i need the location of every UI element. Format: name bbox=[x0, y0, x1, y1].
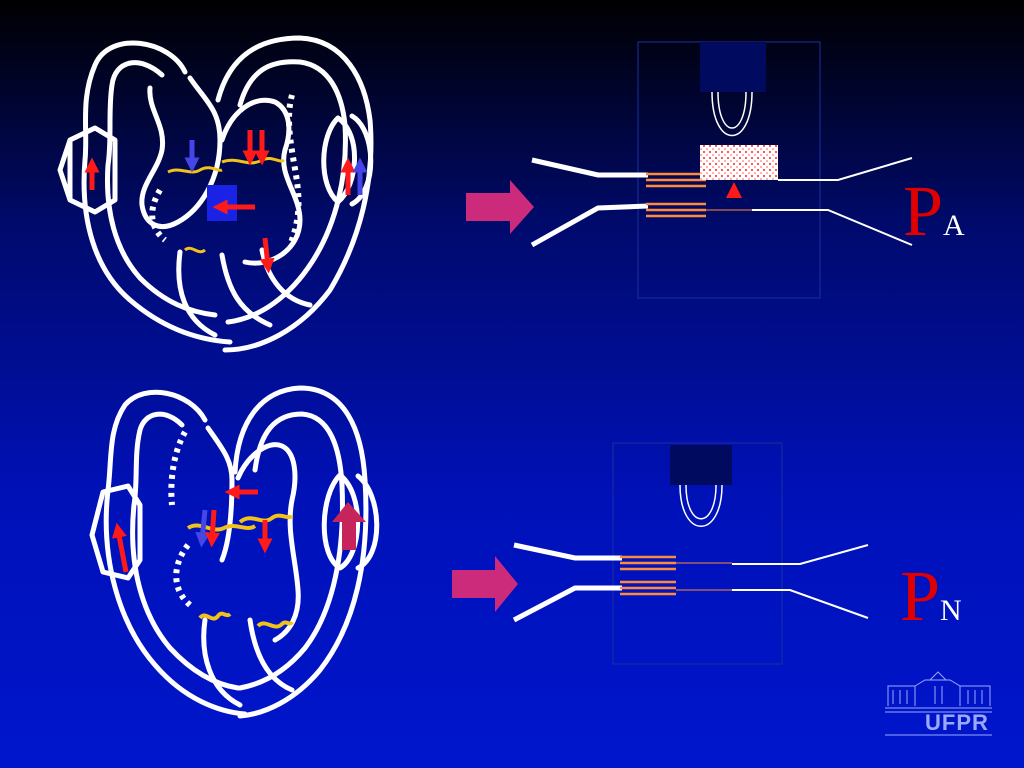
pressure-subscript-top: A bbox=[943, 209, 965, 242]
heart-hexagon-left-b bbox=[89, 483, 143, 581]
heart-arrows-bottom bbox=[112, 484, 273, 573]
vessel-thin-upper-top bbox=[778, 157, 913, 181]
big-arrow-bottom bbox=[452, 556, 518, 612]
arrow-magenta-up-lens-bottom bbox=[332, 502, 366, 550]
heart-valves-bottom bbox=[186, 513, 294, 629]
arrow-red-down-3-top bbox=[259, 237, 275, 274]
heart-outline-right-inner-b bbox=[237, 411, 345, 691]
pressure-label-bottom: PN bbox=[900, 560, 962, 632]
catheter-panel-bottom bbox=[512, 442, 869, 665]
vessel-lower-top bbox=[530, 203, 649, 248]
vessel-upper-bottom bbox=[513, 542, 622, 561]
catheter-stripes-bottom bbox=[620, 555, 676, 596]
sensor-frame-bottom bbox=[612, 442, 783, 665]
heart-outline-left-inner-b bbox=[130, 411, 241, 691]
ufpr-logo-building bbox=[885, 671, 992, 736]
heart-chamber-left-b bbox=[205, 425, 235, 563]
pressure-symbol-top: P bbox=[903, 171, 944, 251]
vessel-thin-upper-bottom bbox=[732, 544, 869, 565]
heart-lens-right-b bbox=[321, 472, 380, 571]
pressure-symbol-bottom: P bbox=[900, 556, 941, 636]
heart-blue-box-top bbox=[207, 185, 237, 221]
heart-ventricle-lines-b bbox=[201, 617, 295, 708]
heart-outline-right-outer-b bbox=[232, 385, 369, 719]
ufpr-logo-text: UFPR bbox=[925, 710, 989, 735]
heart-diagram-bottom bbox=[89, 385, 380, 719]
heart-outline-right-outer bbox=[215, 35, 374, 353]
heart-arrows-top bbox=[84, 130, 368, 274]
heart-hexagon-left bbox=[57, 125, 118, 215]
sensor-loop-top bbox=[711, 91, 753, 136]
sensor-loop-bottom bbox=[679, 484, 723, 527]
catheter-stripes-top bbox=[646, 172, 706, 218]
heart-lens-right bbox=[321, 113, 374, 207]
heart-chamber-left bbox=[139, 75, 223, 229]
sensor-box-bottom bbox=[670, 445, 732, 485]
obstruction-pointer-top bbox=[726, 182, 742, 198]
heart-dotted-walls-bottom bbox=[168, 430, 193, 608]
big-arrow-top bbox=[466, 180, 534, 234]
heart-outline-right-inner bbox=[225, 59, 348, 325]
vessel-thin-lower-top bbox=[752, 209, 913, 246]
arrow-red-up-hex-bottom bbox=[112, 522, 129, 573]
heart-outline-left-outer-b bbox=[103, 389, 248, 717]
heart-diagram-top bbox=[57, 35, 374, 353]
arrow-red-down-1-bottom bbox=[205, 509, 220, 548]
obstruction-block-top bbox=[700, 145, 778, 180]
vessel-thin-lower-bottom bbox=[732, 589, 869, 619]
heart-chamber-right bbox=[219, 97, 303, 266]
pressure-subscript-bottom: N bbox=[940, 594, 962, 627]
vessel-upper-top bbox=[531, 157, 648, 178]
arrow-blue-down-bottom bbox=[195, 509, 211, 548]
vessel-lower-bottom bbox=[512, 585, 622, 623]
heart-dotted-walls-top bbox=[149, 94, 302, 247]
catheter-panel-top bbox=[530, 41, 913, 299]
sensor-box-top bbox=[700, 42, 766, 92]
heart-chamber-right-b bbox=[235, 442, 301, 643]
heart-outline-left-inner bbox=[105, 60, 218, 318]
pressure-label-top: PA bbox=[903, 175, 965, 247]
